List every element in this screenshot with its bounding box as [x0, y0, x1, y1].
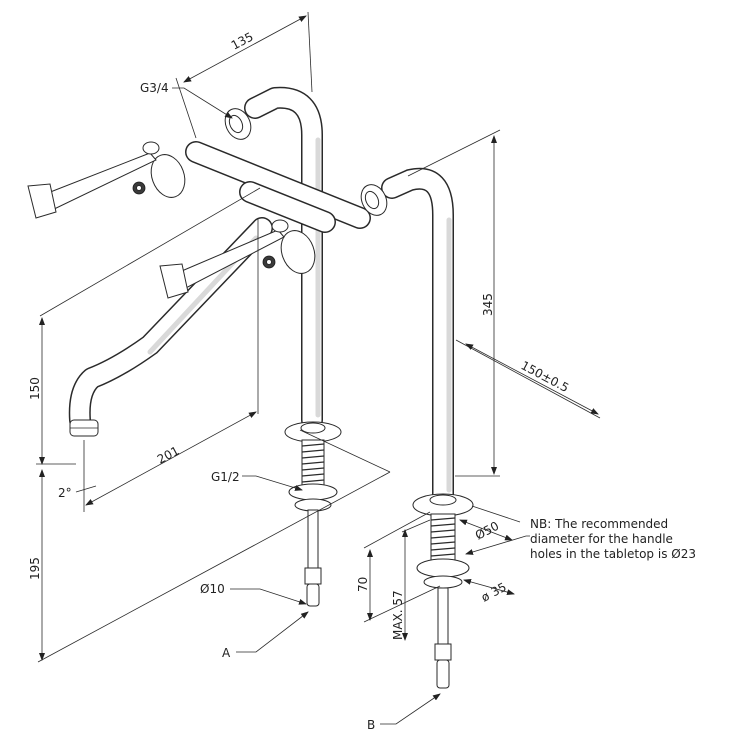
back-riser-pipe [244, 86, 323, 431]
note-line-2: diameter for the handle [530, 532, 673, 546]
valve-body-back [132, 154, 186, 198]
label-b: B [367, 718, 375, 732]
union-nut-front [360, 184, 388, 216]
dim-max57: MAX. 57 [391, 590, 405, 640]
dim-d50: Ø50 [473, 519, 501, 543]
dim-195: 195 [28, 557, 42, 580]
note-line-1: NB: The recommended [530, 517, 669, 531]
dim-201: 201 [155, 444, 182, 467]
dim-150: 150 [28, 377, 42, 400]
lever-handle-front [159, 219, 289, 299]
valve-body-front [262, 230, 316, 274]
dim-d10: Ø10 [200, 582, 225, 596]
front-mounting-assembly [412, 493, 474, 689]
dim-g12: G1/2 [211, 470, 240, 484]
dimension-lines [36, 11, 601, 725]
lever-handle-back [27, 141, 160, 219]
dim-2-degree: 2° [58, 486, 72, 500]
back-threaded-shank [301, 439, 325, 491]
dim-345: 345 [481, 293, 495, 316]
note-line-3: holes in the tabletop is Ø23 [530, 547, 696, 561]
union-nut-back [224, 108, 252, 140]
dim-g34: G3/4 [140, 81, 169, 95]
front-riser-pipe [381, 167, 454, 506]
dim-135: 135 [229, 30, 256, 53]
tabletop-hole-note: NB: The recommended diameter for the han… [530, 517, 696, 562]
dim-70: 70 [356, 577, 370, 592]
label-a: A [222, 646, 231, 660]
manifold-body [185, 141, 371, 233]
dim-150-05: 150±0.5 [519, 358, 572, 395]
dim-d35: ø 35 [479, 580, 509, 605]
front-threaded-shank [430, 513, 456, 567]
